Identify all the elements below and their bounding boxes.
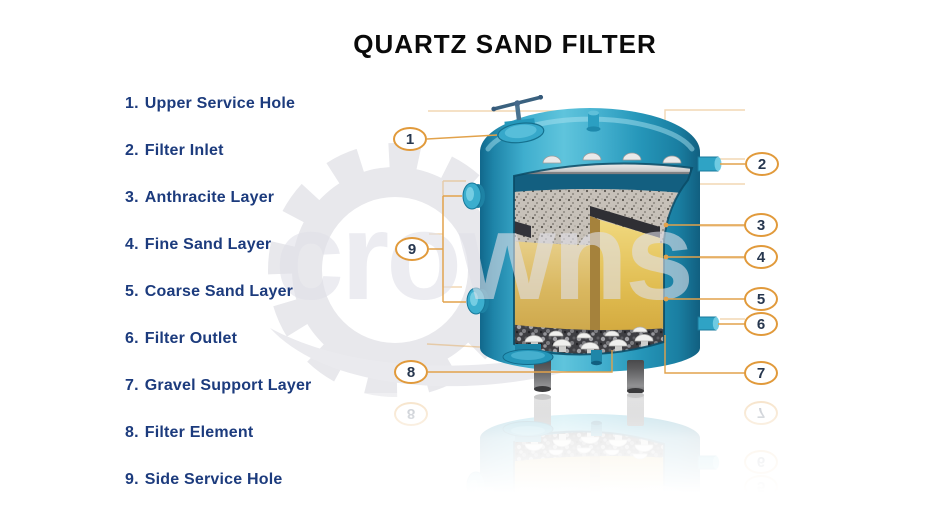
- legend-item-5: 5. Coarse Sand Layer: [125, 283, 311, 330]
- legend-item-3: 3. Anthracite Layer: [125, 189, 311, 236]
- reflection: crowns 1 9 8 2 3 4: [275, 109, 800, 516]
- legend-item-9: 9. Side Service Hole: [125, 471, 311, 516]
- callout-5-coarse-sand-layer: 5: [744, 287, 778, 311]
- filter-tank-scene: crowns 1 9 8 2 3 4: [275, 95, 800, 393]
- legend-item-3-label: Anthracite Layer: [144, 189, 275, 206]
- filter-outlet-nozzle: [697, 316, 720, 331]
- callout-3-anthracite-layer: 3: [744, 213, 778, 237]
- legend-item-7-label: Gravel Support Layer: [144, 377, 312, 394]
- legend-item-7-number: 7.: [125, 377, 139, 394]
- legend-item-5-number: 5.: [125, 283, 139, 300]
- legend-item-8: 8. Filter Element: [125, 424, 311, 471]
- top-vent: [586, 110, 601, 132]
- legend-item-9-label: Side Service Hole: [144, 471, 283, 488]
- legend-item-5-label: Coarse Sand Layer: [144, 283, 294, 300]
- legend-item-2-number: 2.: [125, 142, 139, 159]
- legend-item-1-number: 1.: [125, 95, 139, 112]
- filter-inlet-nozzle: [697, 156, 722, 172]
- callout-6-filter-outlet: 6: [744, 312, 778, 336]
- block-cap-graphic: [590, 206, 660, 238]
- legend-item-9-number: 9.: [125, 471, 139, 488]
- legend-item-6-label: Filter Outlet: [144, 330, 238, 347]
- rim-bolts: [542, 152, 682, 164]
- callout-2-filter-inlet: 2: [745, 152, 779, 176]
- callout-9-side-service-hole: 9: [395, 237, 429, 261]
- legend-item-3-number: 3.: [125, 189, 139, 206]
- legend-item-1: 1. Upper Service Hole: [125, 95, 311, 142]
- callout-1-upper-service-hole: 1: [393, 127, 427, 151]
- legend-item-4-label: Fine Sand Layer: [144, 236, 272, 253]
- callout-lines: [426, 134, 745, 374]
- legend-item-6-number: 6.: [125, 330, 139, 347]
- legend-item-8-label: Filter Element: [144, 424, 254, 441]
- page-title: QUARTZ SAND FILTER: [353, 29, 657, 59]
- legend-item-7: 7. Gravel Support Layer: [125, 377, 311, 424]
- legend-item-2-label: Filter Inlet: [144, 142, 224, 159]
- legend-item-4-number: 4.: [125, 236, 139, 253]
- legend-item-4: 4. Fine Sand Layer: [125, 236, 311, 283]
- legend-item-6: 6. Filter Outlet: [125, 330, 311, 377]
- legend-item-2: 2. Filter Inlet: [125, 142, 311, 189]
- callout-7-gravel-support-layer: 7: [744, 361, 778, 385]
- legend-item-8-number: 8.: [125, 424, 139, 441]
- upper-service-hole-valve: [491, 95, 545, 144]
- callout-8-filter-element: 8: [394, 360, 428, 384]
- legend-list: 1. Upper Service Hole 2. Filter Inlet 3. An…: [125, 95, 311, 516]
- callout-4-fine-sand-layer: 4: [744, 245, 778, 269]
- legend-item-1-label: Upper Service Hole: [144, 95, 296, 112]
